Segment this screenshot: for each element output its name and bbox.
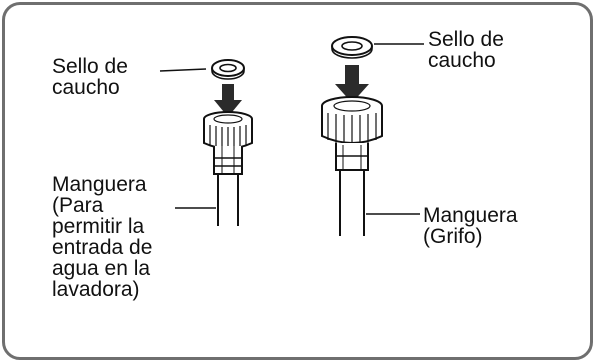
- right-down-arrow-icon: [335, 65, 369, 103]
- left-seal-leader: [159, 68, 207, 72]
- left-washer-inlet-hose-icon: [217, 174, 239, 226]
- right-hose-neck: [335, 143, 369, 171]
- left-rubber-seal-icon: [211, 59, 245, 80]
- right-coupling-nut: [321, 96, 383, 144]
- seal-label-right: Sello de caucho: [428, 28, 504, 72]
- right-faucet-hose-icon: [339, 170, 365, 236]
- left-hose-neck: [213, 146, 243, 175]
- right-rubber-seal-icon: [331, 36, 373, 59]
- hose-label-right: Manguera (Grifo): [423, 204, 518, 248]
- left-assembly: [159, 59, 253, 226]
- left-coupling-nut: [203, 111, 253, 150]
- right-assembly: [321, 36, 424, 236]
- left-down-arrow-icon: [214, 84, 242, 117]
- hose-label-left: Manguera (Para permitir la entrada de ag…: [52, 173, 153, 301]
- seal-label-left: Sello de caucho: [52, 55, 128, 99]
